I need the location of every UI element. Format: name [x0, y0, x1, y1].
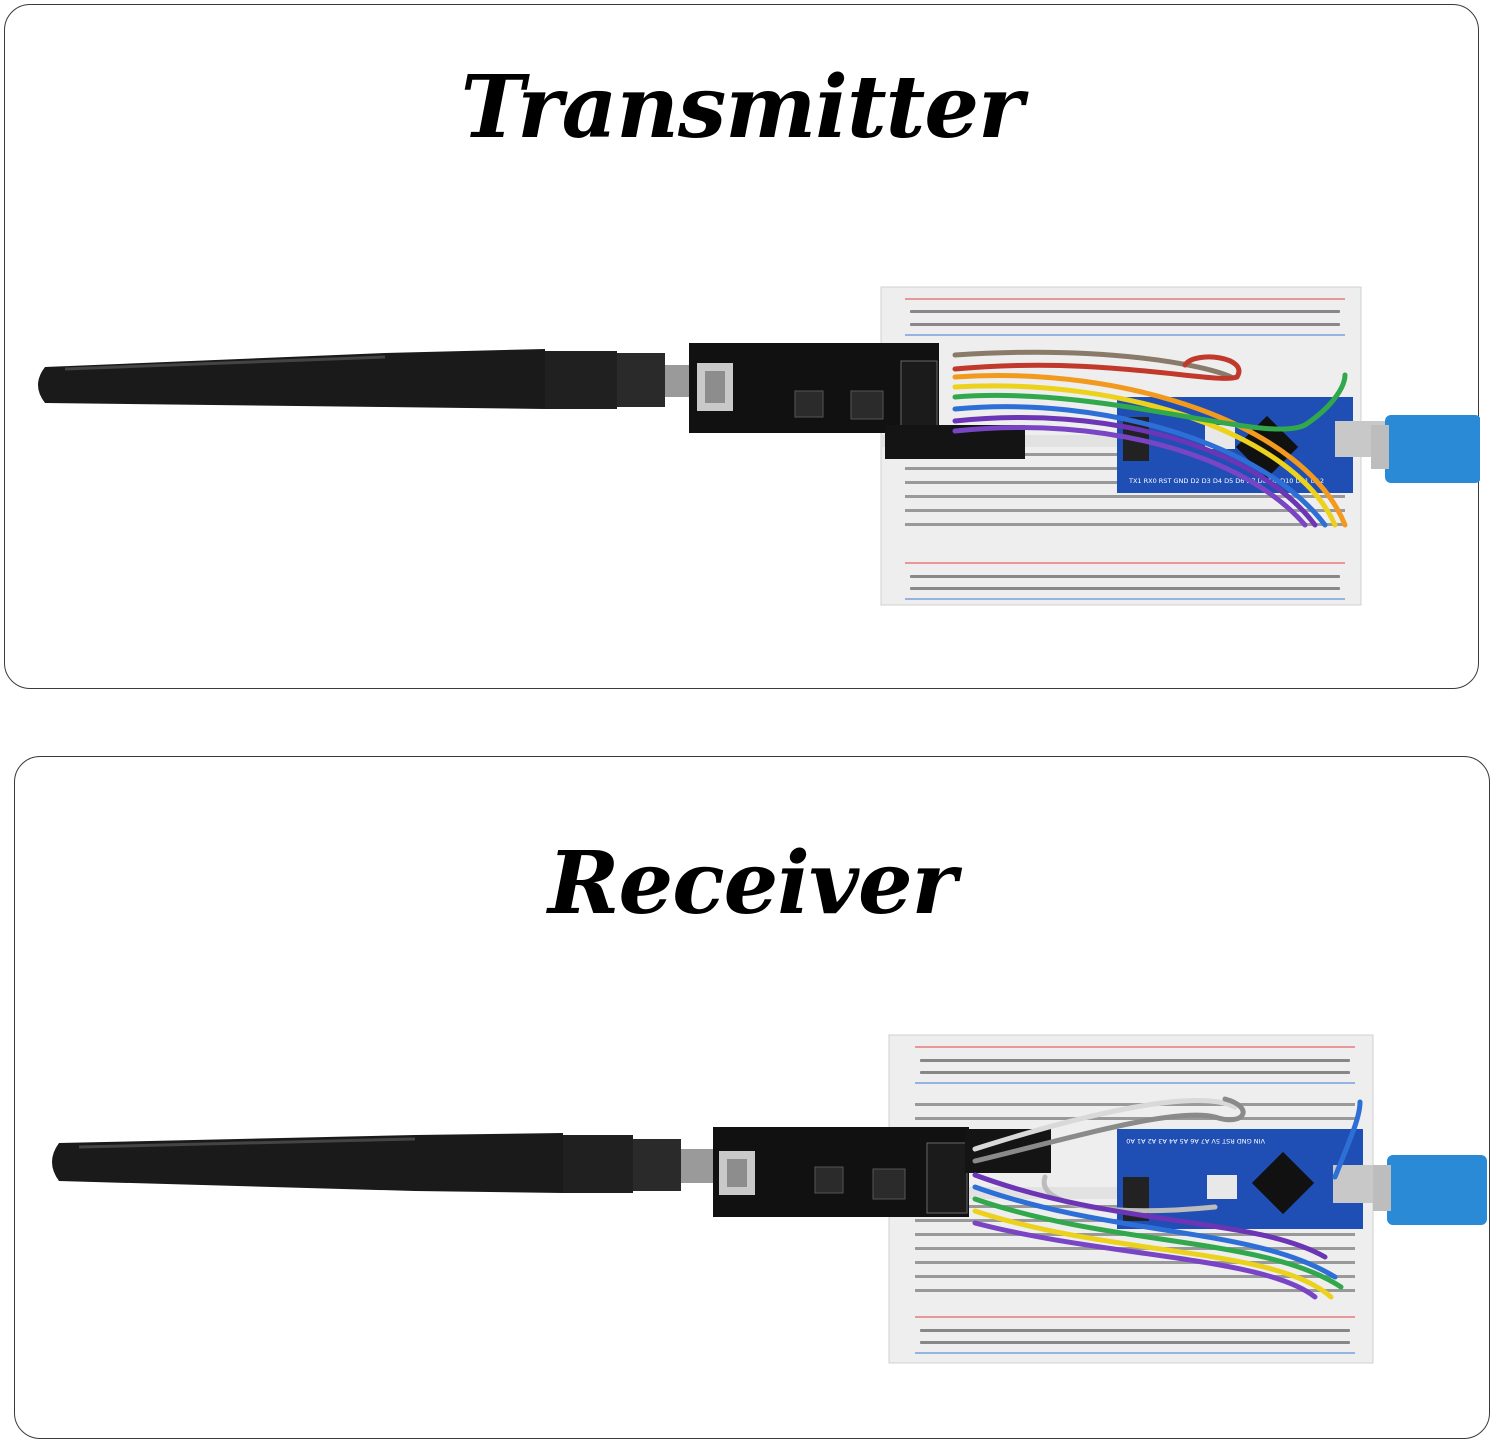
transmitter-photo: TX1 RX0 RST GND D2 D3 D4 D5 D6 D7 D8 D9 …	[38, 286, 1480, 606]
rf-module	[689, 343, 1025, 459]
transmitter-panel: Transmitter	[4, 4, 1480, 689]
transmitter-title: Transmitter	[460, 57, 1024, 158]
antenna	[38, 349, 689, 409]
svg-text:TX1 RX0 RST GND D2 D3 D4 D5 D6: TX1 RX0 RST GND D2 D3 D4 D5 D6 D7 D8 D9 …	[1128, 477, 1324, 485]
receiver-panel: Receiver	[14, 756, 1490, 1439]
jumper-wires	[952, 349, 1348, 528]
receiver-title: Receiver	[548, 833, 957, 934]
usb-cable	[1371, 415, 1480, 483]
usb-cable	[1373, 1155, 1487, 1225]
svg-text:VIN GND RST 5V A7 A6 A5 A4 A3: VIN GND RST 5V A7 A6 A5 A4 A3 A2 A1 A0	[1126, 1137, 1265, 1145]
antenna	[52, 1133, 715, 1193]
receiver-photo: VIN GND RST 5V A7 A6 A5 A4 A3 A2 A1 A0	[52, 1034, 1487, 1364]
jumper-wires	[972, 1096, 1363, 1300]
